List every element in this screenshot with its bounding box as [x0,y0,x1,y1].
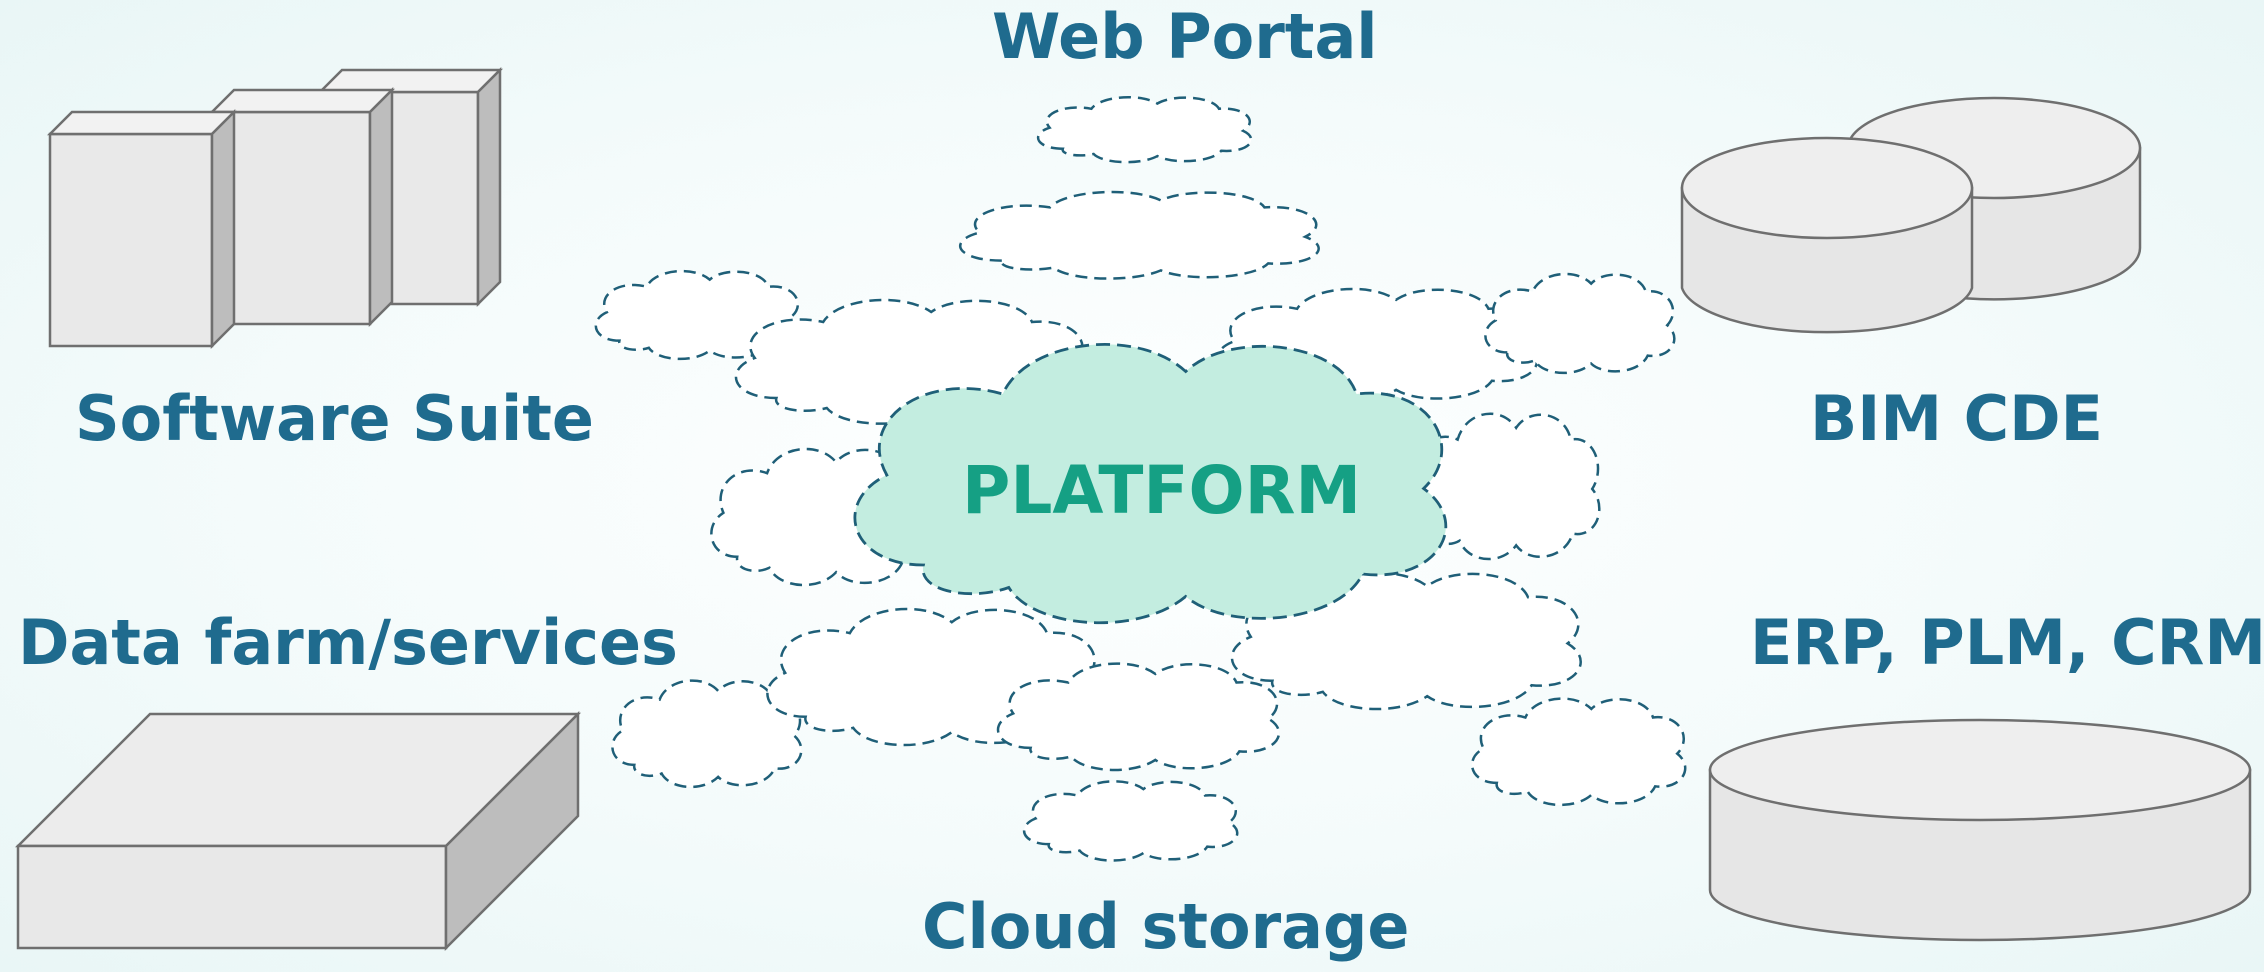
cloud-storage-label: Cloud storage [922,890,1410,963]
bim-cde-label: BIM CDE [1810,382,2103,455]
web-portal-label: Web Portal [992,0,1378,73]
software-suite-servers-icon [46,66,504,350]
data-farm-label: Data farm/services [18,606,678,679]
platform-label: PLATFORM [962,452,1362,529]
cloud-top-icon [960,192,1318,279]
software-suite-label: Software Suite [75,382,594,455]
data-farm-box-icon [14,710,582,952]
cloud-bottom-right-small-icon [1472,699,1685,805]
erp-label: ERP, PLM, CRM [1750,606,2264,679]
bim-cde-database-icon [1680,96,2142,334]
cloud-top-right-small-icon [1485,274,1674,373]
erp-database-icon [1708,718,2252,942]
cloud-bottom-small-icon [1024,781,1237,860]
cloud-top-small-icon [1038,97,1251,162]
